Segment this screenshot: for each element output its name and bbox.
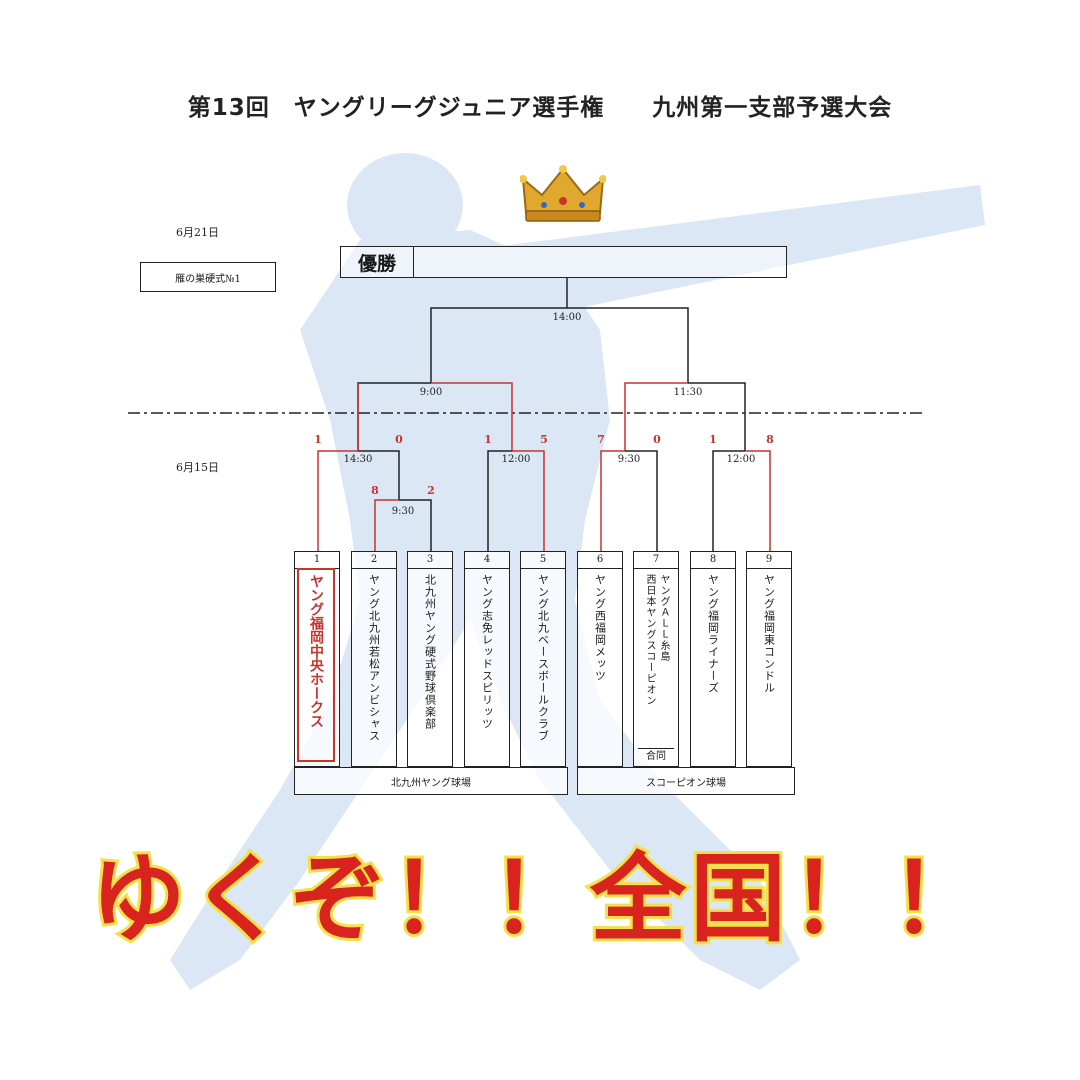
- round1-match: [374, 499, 432, 551]
- time-r1: 9:30: [392, 506, 414, 517]
- ground-left: 北九州ヤング球場: [294, 767, 568, 795]
- time-qf3: 9:30: [618, 454, 640, 465]
- time-semi-left: 9:00: [420, 387, 442, 398]
- score-qf1-right: 0: [395, 433, 403, 446]
- time-qf4: 12:00: [727, 454, 756, 465]
- team-box-9: 9 ヤング福岡東コンドル: [746, 551, 792, 767]
- team-name: ヤング福岡ライナーズ: [706, 574, 720, 694]
- team-name: ヤング北九ベースボールクラブ: [536, 574, 550, 742]
- team-box-5: 5 ヤング北九ベースボールクラブ: [520, 551, 566, 767]
- score-qf1-left: 1: [314, 433, 322, 446]
- team-seed: 8: [691, 552, 735, 569]
- team-box-4: 4 ヤング志免レッドスピリッツ: [464, 551, 510, 767]
- team-box-2: 2 ヤング北九州若松アンビシャス: [351, 551, 397, 767]
- time-semi-right: 11:30: [674, 387, 703, 398]
- slogan-text: ゆくぞ！！全国！！: [90, 843, 990, 955]
- team-box-7: 7 ヤングＡＬＬ糸島 西日本ヤングスコーピオン 合同: [633, 551, 679, 767]
- winner-label: 優勝: [341, 247, 414, 277]
- team-box-1: 1 ヤング福岡中央ホークス: [294, 551, 340, 767]
- crown-icon: [520, 165, 606, 222]
- team-seed: 6: [578, 552, 622, 569]
- team-seed: 9: [747, 552, 791, 569]
- team-name: ヤングＡＬＬ糸島: [658, 574, 669, 662]
- team-name: ヤング志免レッドスピリッツ: [480, 574, 494, 730]
- time-final: 14:00: [553, 312, 582, 323]
- slogan-banner: ゆくぞ！！全国！！: [87, 840, 990, 958]
- quarterfinal-1: [317, 383, 400, 551]
- team-seed: 7: [634, 552, 678, 569]
- first-round-date: 6月15日: [176, 461, 219, 474]
- score-r1-right: 2: [427, 484, 435, 497]
- score-qf3-right: 0: [653, 433, 661, 446]
- score-qf3-left: 7: [597, 433, 605, 446]
- team-name: ヤング福岡東コンドル: [762, 574, 776, 694]
- semifinal-right: [624, 382, 746, 451]
- final-venue: 雁の巣硬式№1: [140, 262, 276, 292]
- joint-team-label: 合同: [638, 748, 674, 764]
- final-match: [430, 278, 689, 383]
- time-qf1: 14:30: [344, 454, 373, 465]
- score-qf2-right: 5: [540, 433, 548, 446]
- quarterfinal-4: [712, 450, 771, 551]
- team-seed: 5: [521, 552, 565, 569]
- team-box-8: 8 ヤング福岡ライナーズ: [690, 551, 736, 767]
- team-name: ヤング福岡中央ホークス: [308, 574, 324, 728]
- quarterfinal-3: [600, 450, 658, 551]
- team-seed: 4: [465, 552, 509, 569]
- score-qf4-left: 1: [709, 433, 717, 446]
- team-name: ヤング西福岡メッツ: [593, 574, 607, 682]
- quarterfinal-2: [487, 450, 545, 551]
- team-name: 西日本ヤングスコーピオン: [644, 574, 655, 706]
- champion-highlight: ヤング福岡中央ホークス: [297, 568, 335, 762]
- team-name: 北九州ヤング硬式野球倶楽部: [423, 574, 437, 730]
- team-name: ヤング北九州若松アンビシャス: [367, 574, 381, 742]
- team-seed: 1: [295, 552, 339, 569]
- ground-right: スコーピオン球場: [577, 767, 795, 795]
- team-seed: 2: [352, 552, 396, 569]
- team-box-3: 3 北九州ヤング硬式野球倶楽部: [407, 551, 453, 767]
- final-date: 6月21日: [176, 226, 219, 239]
- page-title: 第13回 ヤングリーグジュニア選手権 九州第一支部予選大会: [187, 95, 893, 121]
- score-qf2-left: 1: [484, 433, 492, 446]
- winner-box: 優勝: [340, 246, 787, 278]
- time-qf2: 12:00: [502, 454, 531, 465]
- score-r1-left: 8: [371, 484, 379, 497]
- team-box-6: 6 ヤング西福岡メッツ: [577, 551, 623, 767]
- score-qf4-right: 8: [766, 433, 774, 446]
- team-seed: 3: [408, 552, 452, 569]
